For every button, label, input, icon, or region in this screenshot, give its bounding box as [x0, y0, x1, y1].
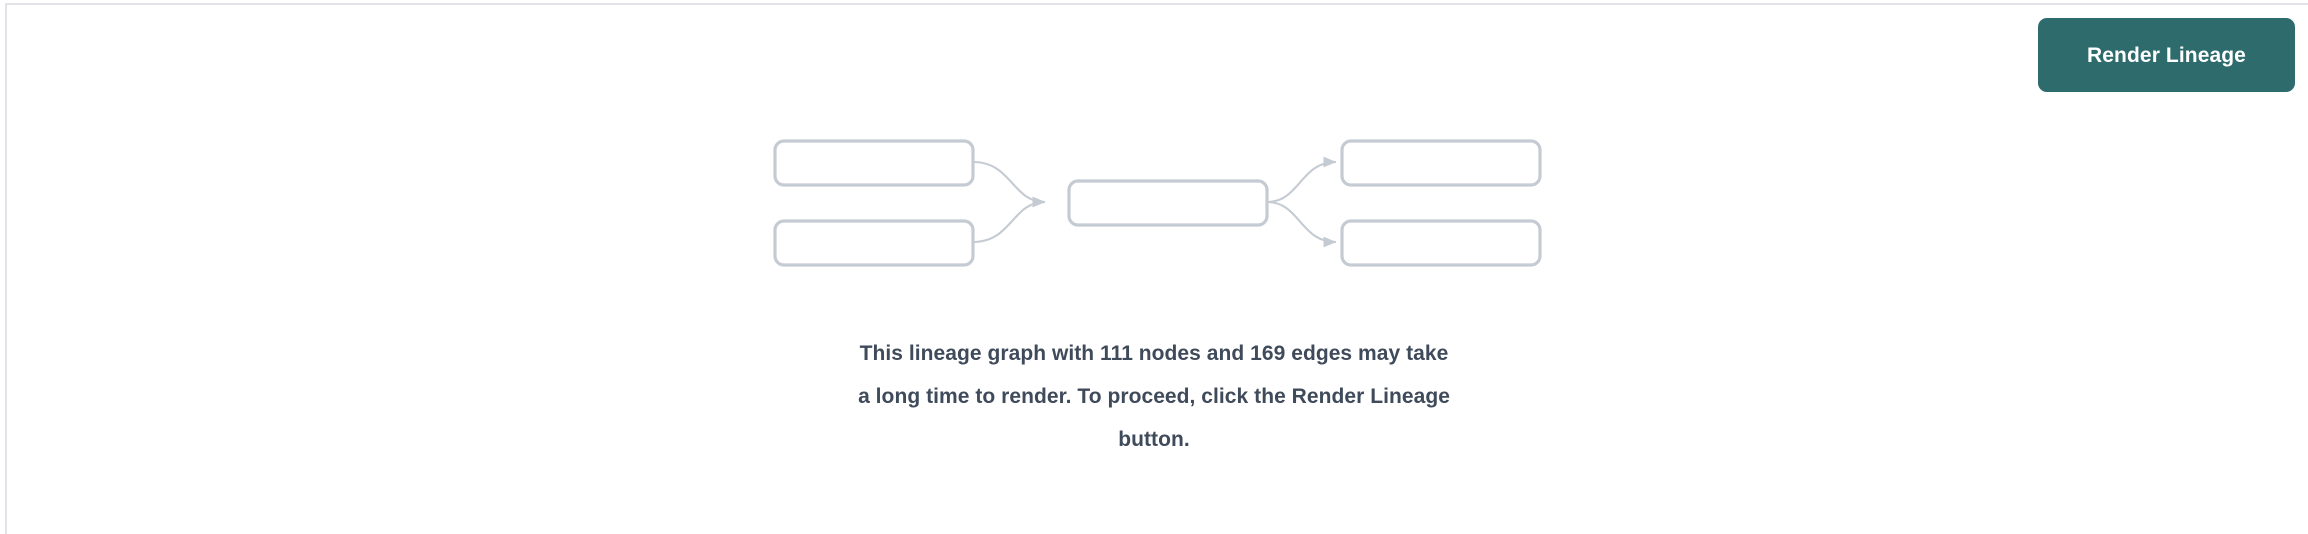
- lineage-node-downstream-1: [1340, 139, 1542, 187]
- lineage-edges: [972, 156, 1337, 248]
- message-line-3: button.: [1118, 428, 1190, 451]
- edge-upstream2-center: [972, 196, 1046, 244]
- lineage-warning-message: This lineage graph with 111 nodes and 16…: [654, 332, 1654, 461]
- edge-center-downstream2: [1266, 200, 1337, 248]
- placeholder-lineage-graph: [740, 110, 1570, 290]
- message-line-2: a long time to render. To proceed, click…: [858, 385, 1450, 408]
- lineage-node-downstream-2: [1340, 219, 1542, 267]
- edge-center-downstream1: [1266, 156, 1337, 204]
- lineage-node-upstream-2: [773, 219, 975, 267]
- lineage-node-center: [1067, 179, 1269, 227]
- left-divider: [5, 3, 7, 534]
- render-lineage-button[interactable]: Render Lineage: [2038, 18, 2295, 92]
- top-divider: [6, 3, 2308, 5]
- edge-upstream1-center: [972, 160, 1046, 208]
- lineage-nodes: [773, 139, 1542, 267]
- message-line-1: This lineage graph with 111 nodes and 16…: [859, 342, 1449, 365]
- lineage-node-upstream-1: [773, 139, 975, 187]
- lineage-graph-svg: [773, 139, 1542, 267]
